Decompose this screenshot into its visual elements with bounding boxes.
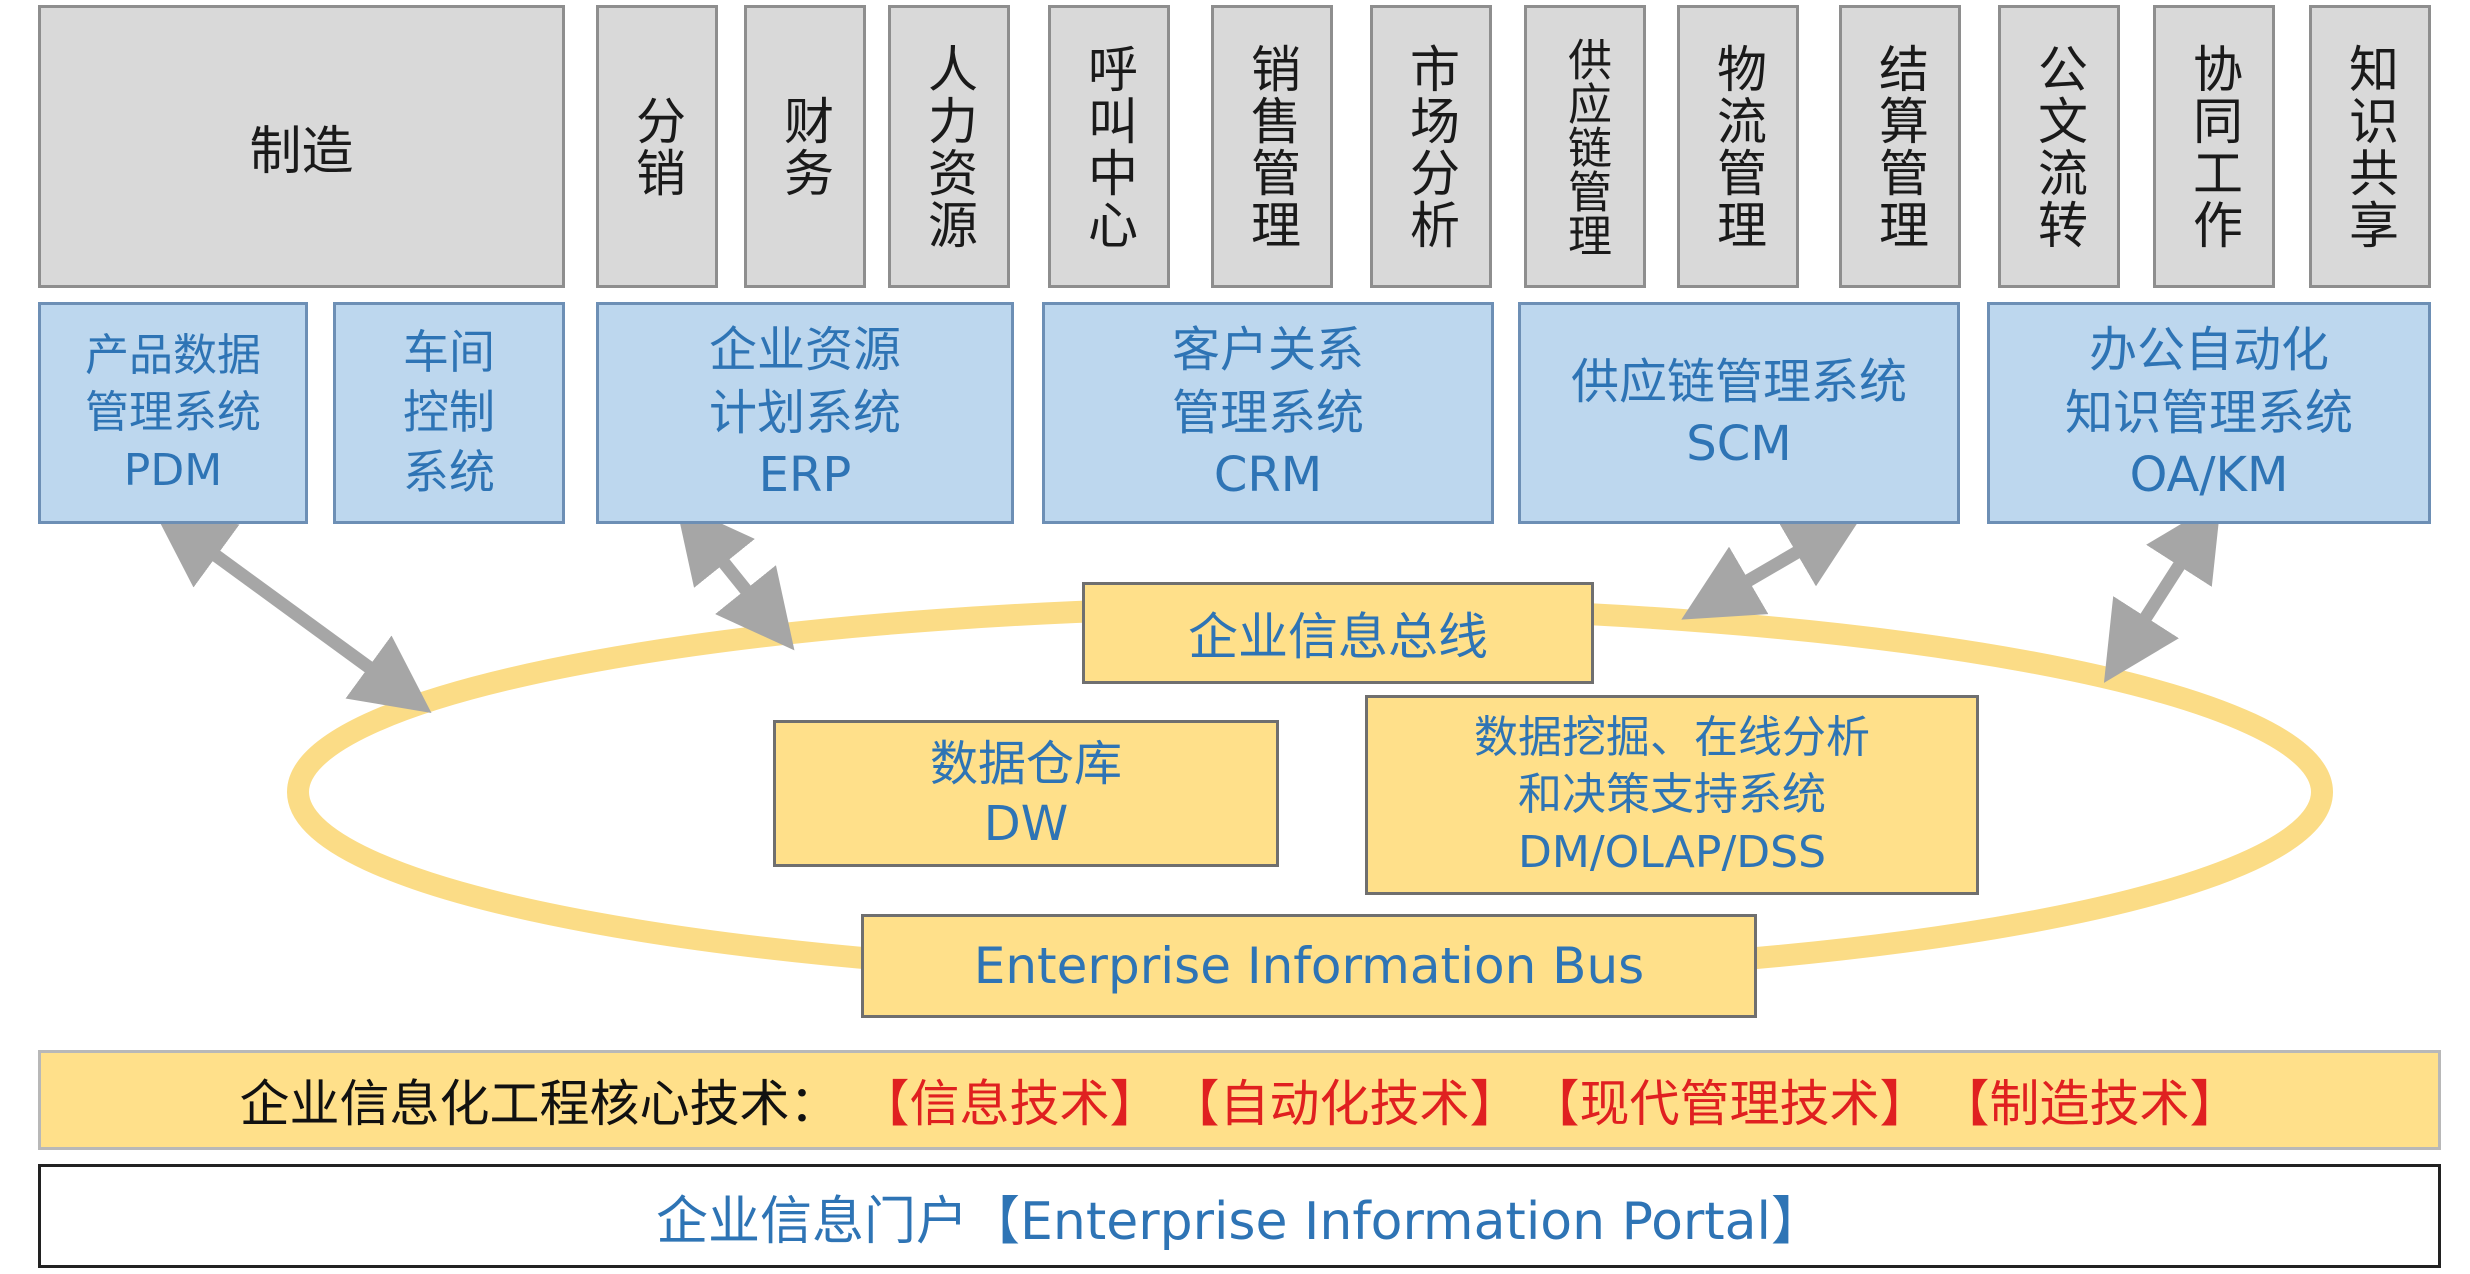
tech-automation: 【自动化技术】 (1169, 1075, 1520, 1133)
app-distribution: 分销 (596, 5, 718, 288)
system-oa-km: 办公自动化 知识管理系统 OA/KM (1987, 302, 2431, 524)
app-logistics-management: 物流管理 (1677, 5, 1799, 288)
bus-top-label: 企业信息总线 (1082, 582, 1594, 684)
tech-information: 【信息技术】 (859, 1075, 1160, 1133)
core-technology-bar: 企业信息化工程核心技术： 【信息技术】 【自动化技术】 【现代管理技术】 【制造… (38, 1050, 2441, 1150)
system-scm: 供应链管理系统 SCM (1518, 302, 1960, 524)
system-crm: 客户关系 管理系统 CRM (1042, 302, 1494, 524)
app-finance: 财务 (744, 5, 866, 288)
arrow-oakm-bus (2103, 500, 2222, 683)
app-sales-management: 销售管理 (1211, 5, 1333, 288)
app-collaboration: 协同工作 (2153, 5, 2275, 288)
app-hr: 人力资源 (888, 5, 1010, 288)
app-knowledge-sharing: 知识共享 (2309, 5, 2431, 288)
app-settlement-management: 结算管理 (1839, 5, 1961, 288)
app-market-analysis: 市场分析 (1370, 5, 1492, 288)
app-document-flow: 公文流转 (1998, 5, 2120, 288)
bus-bottom-label: Enterprise Information Bus (861, 914, 1757, 1018)
arrow-erp-bus (675, 502, 795, 651)
tech-modern-management: 【现代管理技术】 (1529, 1075, 1930, 1133)
enterprise-portal-bar: 企业信息门户【Enterprise Information Portal】 (38, 1164, 2441, 1268)
tech-manufacturing: 【制造技术】 (1939, 1075, 2240, 1133)
core-technology-label: 企业信息化工程核心技术： (239, 1075, 840, 1133)
app-supply-chain-management: 供应链管理 (1524, 5, 1646, 288)
system-erp: 企业资源 计划系统 ERP (596, 302, 1014, 524)
arrow-scm-bus (1681, 513, 1864, 620)
app-manufacturing: 制造 (38, 5, 565, 288)
data-warehouse-box: 数据仓库 DW (773, 720, 1279, 867)
system-workshop-control: 车间 控制 系统 (333, 302, 565, 524)
data-mining-olap-dss-box: 数据挖掘、在线分析 和决策支持系统 DM/OLAP/DSS (1365, 695, 1979, 895)
app-call-center: 呼叫中心 (1048, 5, 1170, 288)
arrow-pdm-bus (153, 510, 432, 713)
system-pdm: 产品数据 管理系统 PDM (38, 302, 308, 524)
